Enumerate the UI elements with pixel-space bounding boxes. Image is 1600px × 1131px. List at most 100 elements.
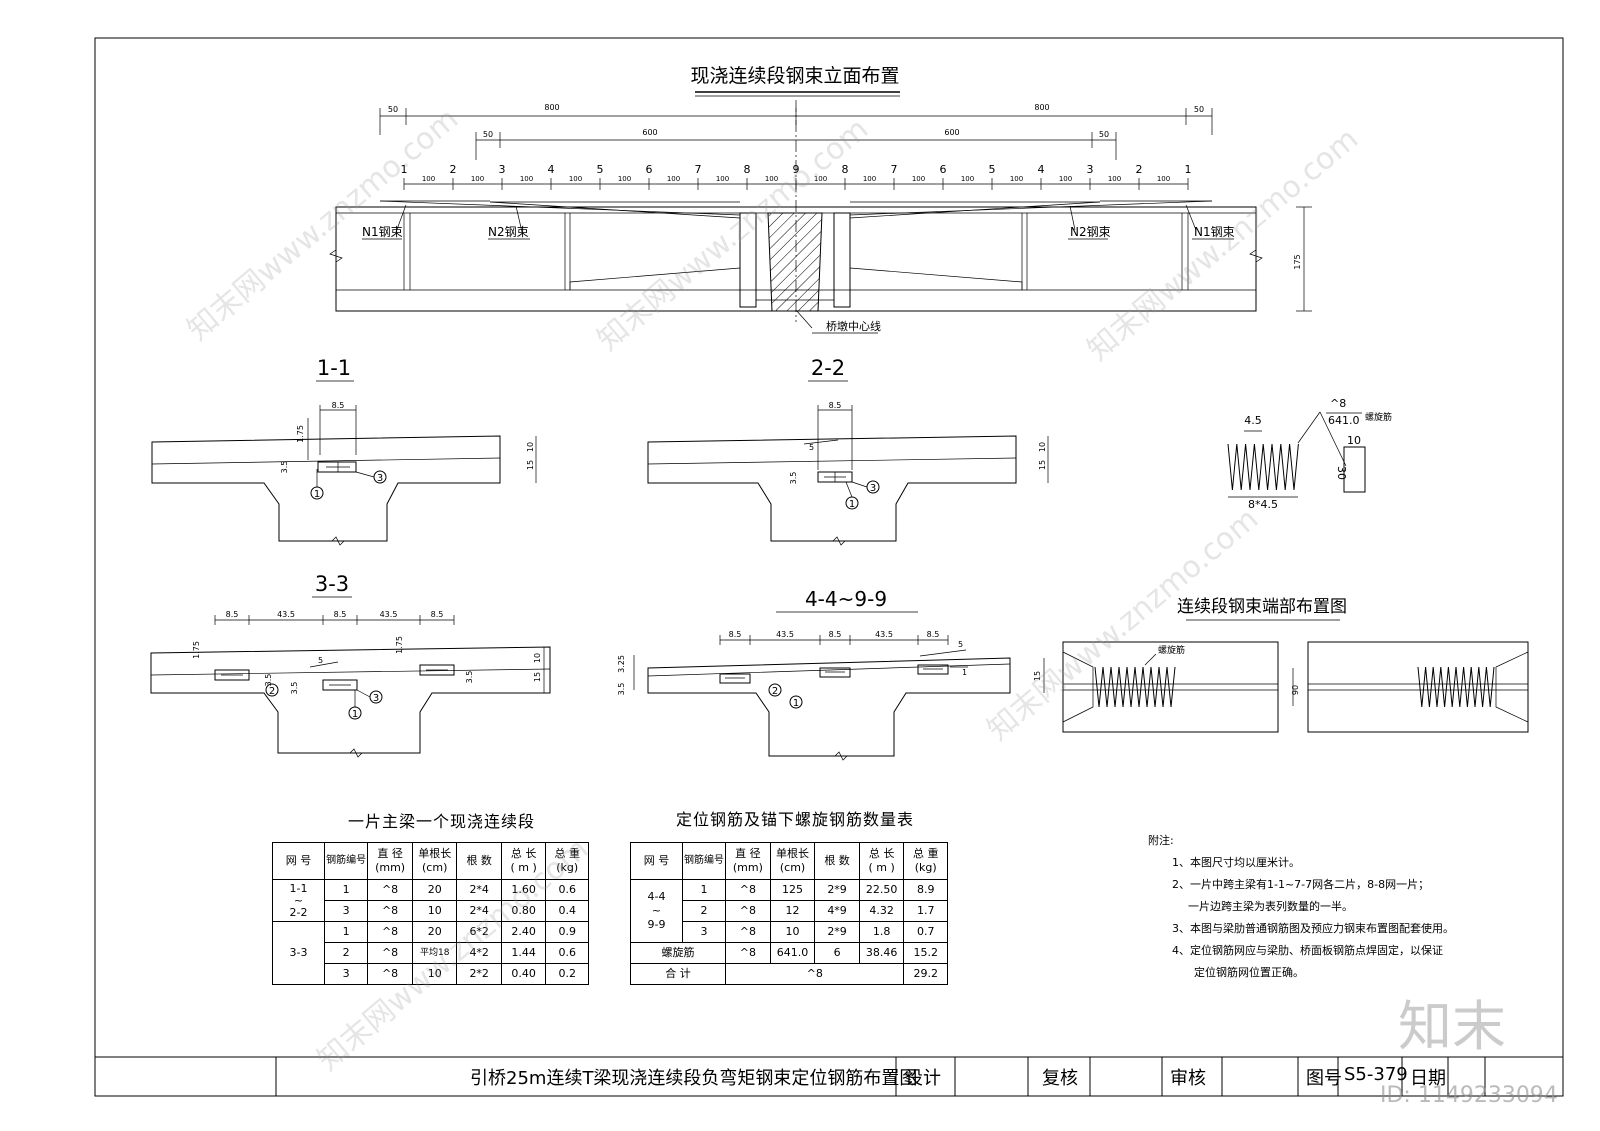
spacing-label: 100 [1157,175,1170,183]
s49-dim-15: 15 [1033,671,1042,681]
s33-marker-1: 1 [352,709,358,720]
table-cell: 0.6 [545,942,589,964]
note-item: 定位钢筋网位置正确。 [1194,966,1304,979]
point-label: 7 [695,163,702,176]
table-cell: 1 [324,921,369,943]
dim-second-600-right: 600 [944,128,959,137]
table-cell: 641.0 [769,942,816,964]
section-4-9-title: 4-4~9-9 [805,587,887,611]
s49-dim-5: 5 [958,640,963,649]
spiral-zigzag [1227,443,1299,491]
anchor-end-detail: 连续段钢束端部布置图 螺旋筋 90 [1062,597,1529,733]
table-cell: ^8 [367,963,413,985]
s49-dim-3.5: 3.5 [617,683,626,696]
table-cell: ^8 [725,921,771,943]
table-cell: 10 [411,900,458,922]
spacing-label: 100 [765,175,778,183]
s11-dim-10: 10 [526,442,535,452]
s11-marker-1: 1 [314,489,320,500]
s49-marker-1: 1 [793,698,799,709]
drawing-border [94,37,1564,1097]
elevation-title: 现浇连续段钢束立面布置 [690,65,899,87]
s49-dim-3.25: 3.25 [617,655,626,673]
table-cell: 0.6 [545,879,589,901]
table-cell: ^8 [367,942,413,964]
dim-label: 8.5 [829,630,842,639]
s33-dim-3.5-a: 3.5 [264,674,273,687]
table-cell: 2*9 [814,921,860,943]
spiral-label: 螺旋筋 [1365,411,1392,423]
anchor-gap: 90 [1291,685,1300,695]
table-cell: 1.7 [903,900,948,922]
table-cell: 1 [681,879,727,901]
spiral-length: 641.0 [1328,414,1360,427]
section-1-1-title: 1-1 [317,356,351,380]
table2-spiral-label: 螺旋筋 [629,942,727,964]
table-cell: ^8 [367,879,413,901]
pier-centerline-label: 桥墩中心线 [826,319,881,333]
note-item: 一片边跨主梁为表列数量的一半。 [1188,900,1353,913]
table1-head-count: 根 数 [456,842,502,880]
table-row: 4-4 ~ 9-9 1 ^8 125 2*9 22.50 8.9 [630,879,948,943]
s49-marker-2: 2 [772,686,778,697]
s22-dim-10: 10 [1038,442,1047,452]
dim-height-175: 175 [1293,254,1302,269]
point-label: 7 [891,163,898,176]
drawing-no-label: 图号 [1306,1068,1342,1089]
s11-marker-3: 3 [377,473,383,484]
table-cell: 1.8 [858,921,905,943]
spacing-label: 100 [1010,175,1023,183]
review-label: 审核 [1170,1068,1206,1089]
point-label: 6 [646,163,653,176]
s22-dim-15: 15 [1038,460,1047,470]
table2-head-length: 单根长 (cm) [769,842,816,880]
spacing-label: 100 [422,175,435,183]
table-cell: 15.2 [903,942,948,964]
note-item: 1、本图尺寸均以厘米计。 [1172,856,1300,869]
dim-top-50-right: 50 [1194,105,1204,114]
table-cell: 12 [769,900,816,922]
design-label: 设计 [905,1068,941,1089]
table-cell: 6*2 [456,921,502,943]
s33-dim-3.5-c: 3.5 [465,671,474,684]
notes-heading: 附注: [1148,834,1174,847]
s33-marker-2: 2 [269,686,275,697]
table1-header-row: 网 号 钢筋编号 直 径 (mm) 单根长 (cm) 根 数 总 长 ( m )… [271,842,589,880]
dim-top-800-left: 800 [544,103,559,112]
date-label: 日期 [1410,1068,1446,1089]
anchor-title: 连续段钢束端部布置图 [1177,597,1347,617]
table1-head-net: 网 号 [271,842,326,880]
table2: 网 号 钢筋编号 直 径 (mm) 单根长 (cm) 根 数 总 长 ( m )… [629,842,948,985]
table1-net-2: 3-3 [271,921,326,985]
elevation-view: 现浇连续段钢束立面布置 50 800 800 50 50 600 600 50 … [329,65,1312,334]
table-cell: 2*4 [456,900,502,922]
section-2-2: 2-2 8.5 5 3.5 3 1 15 10 [647,356,1049,546]
point-label: 1 [401,163,408,176]
point-label: 1 [1185,163,1192,176]
table2-title: 定位钢筋及锚下螺旋钢筋数量表 [676,810,915,829]
dim-label: 43.5 [776,630,794,639]
s22-marker-1: 1 [849,499,855,510]
table-cell: 125 [769,879,816,901]
table2-head-code: 钢筋编号 [681,842,727,880]
s33-dim-10: 10 [533,653,542,663]
section-3-3-title: 3-3 [315,572,349,596]
table1-title: 一片主梁一个现浇连续段 [348,812,536,831]
s33-dim-5: 5 [318,656,323,665]
check-label: 复核 [1042,1068,1078,1089]
table-row: 2 ^8 平均18 4*2 1.44 0.6 [273,942,589,964]
table-cell: 2 [324,942,369,964]
spacing-label: 100 [520,175,533,183]
table-cell: 0.9 [545,921,589,943]
table2-head-count: 根 数 [814,842,860,880]
table-row: 2 ^8 12 4*9 4.32 1.7 [631,900,948,922]
tendon-n2-left: N2钢束 [488,225,529,239]
point-label: 2 [1136,163,1143,176]
table-cell: ^8 [725,900,771,922]
table2-net: 4-4 ~ 9-9 [630,879,683,943]
spacing-label: 100 [471,175,484,183]
table2-total-weight: 29.2 [903,963,948,985]
